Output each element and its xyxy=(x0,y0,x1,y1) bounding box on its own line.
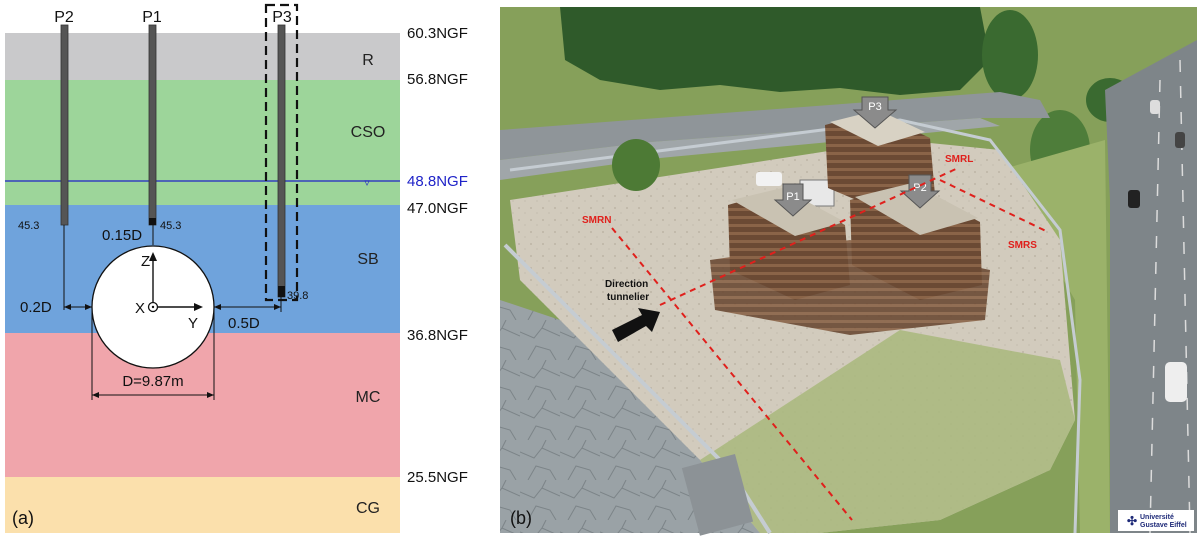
axis-label-y: Y xyxy=(188,315,198,332)
site-fence xyxy=(503,243,772,535)
marker-smrs: SMRS xyxy=(1008,240,1037,251)
line-smrs xyxy=(939,179,1049,233)
dim-p3-offset: 0.5D xyxy=(228,315,260,332)
pile-p1 xyxy=(148,24,157,226)
dim-p3-arrow-right xyxy=(274,304,281,310)
layer-label-mc: MC xyxy=(356,389,381,406)
layer-r xyxy=(5,33,400,80)
pile-p1-tip xyxy=(149,218,156,225)
axis-y-arrowhead xyxy=(194,303,203,311)
panel-label-a: (a) xyxy=(12,508,34,528)
arrow-p1 xyxy=(773,183,813,217)
aerial-photo-panel: P3 P1 P2 SMRN SMRL SMRS Direction tunnel… xyxy=(500,0,1200,537)
pile-tag-p3: P3 xyxy=(868,101,881,113)
logo-mark: ✣ xyxy=(1127,514,1137,528)
arrow-p2 xyxy=(899,174,941,209)
axis-label-x: X xyxy=(135,300,145,317)
direction-label: Direction tunnelier xyxy=(605,279,651,303)
panel-label-b: (b) xyxy=(510,508,532,528)
pile-tag-p1: P1 xyxy=(786,191,799,203)
layer-cg xyxy=(5,477,400,533)
water-table-marker: ▿ xyxy=(364,177,370,189)
car-4 xyxy=(1175,132,1185,148)
pile-p2 xyxy=(60,24,69,226)
pile-p3 xyxy=(277,24,286,298)
elevation-mc-bottom: 25.5NGF xyxy=(407,469,468,486)
layer-label-sb: SB xyxy=(357,251,378,268)
elevation-cso-bottom: 47.0NGF xyxy=(407,200,468,217)
tree-line xyxy=(560,7,990,95)
marker-smrn: SMRN xyxy=(582,215,611,226)
site-tree xyxy=(612,139,660,191)
elevation-water-table: 48.8NGF xyxy=(407,173,468,190)
pile-label-p3: P3 xyxy=(272,9,292,26)
layer-label-cg: CG xyxy=(356,500,380,517)
marker-smrl: SMRL xyxy=(945,154,973,165)
car-2 xyxy=(1128,190,1140,208)
logo-text-line-2: Gustave Eiffel xyxy=(1140,522,1187,529)
car-3 xyxy=(1150,100,1160,114)
layer-label-cso: CSO xyxy=(351,124,386,141)
dim-diameter-arrow-right xyxy=(207,392,214,398)
elevation-sb-bottom: 36.8NGF xyxy=(407,327,468,344)
axis-x-dot xyxy=(151,305,155,309)
direction-arrow xyxy=(612,308,660,342)
aerial-photo: P3 P1 P2 SMRN SMRL SMRS Direction tunnel… xyxy=(500,7,1197,536)
car-1 xyxy=(1165,362,1187,402)
dim-p2-arrow-right xyxy=(85,304,92,310)
logo-text: Université Gustave Eiffel xyxy=(1140,514,1187,529)
pile-label-p2: P2 xyxy=(54,9,74,26)
site-grass xyxy=(700,330,1075,533)
site-car xyxy=(756,172,782,186)
pile-tip-p3: 39.8 xyxy=(287,290,308,302)
layer-label-r: R xyxy=(362,52,374,69)
highway xyxy=(1105,40,1197,533)
elevation-r-bottom: 56.8NGF xyxy=(407,71,468,88)
dim-p3-arrow-left xyxy=(214,304,221,310)
pile-tip-p2: 45.3 xyxy=(18,220,39,232)
layer-cso xyxy=(5,80,400,205)
dim-diameter-arrow-left xyxy=(92,392,99,398)
dim-diameter: D=9.87m xyxy=(122,373,183,390)
axis-label-z: Z xyxy=(141,253,150,270)
grass-right xyxy=(1000,140,1110,533)
cross-section-diagram: R CSO SB MC CG 60.3NGF 56.8NGF 48.8NGF 4… xyxy=(5,3,468,533)
structure-p3-top xyxy=(830,110,925,146)
dim-p2-offset: 0.2D xyxy=(20,299,52,316)
logo-text-line-1: Université xyxy=(1140,514,1174,521)
dim-p2-arrow-left xyxy=(64,304,71,310)
direction-label-line-2: tunnelier xyxy=(607,292,649,303)
line-smrn xyxy=(611,227,853,521)
elevation-top: 60.3NGF xyxy=(407,25,468,42)
structure-p2-top xyxy=(855,183,978,235)
logo-background xyxy=(1118,510,1194,531)
tree-right-1 xyxy=(982,10,1038,100)
pile-label-p1: P1 xyxy=(142,9,162,26)
direction-label-line-1: Direction xyxy=(605,279,648,290)
pile-p3-tip xyxy=(278,286,285,297)
layer-mc xyxy=(5,333,400,477)
arrow-p3 xyxy=(852,96,898,129)
pile-tip-p1: 45.3 xyxy=(160,220,181,232)
axis-z-arrowhead xyxy=(149,252,157,261)
cross-section-panel: R CSO SB MC CG 60.3NGF 56.8NGF 48.8NGF 4… xyxy=(0,0,500,537)
dim-p1-gap: 0.15D xyxy=(102,227,142,244)
structure-base xyxy=(710,240,990,335)
site-shed xyxy=(681,453,754,536)
